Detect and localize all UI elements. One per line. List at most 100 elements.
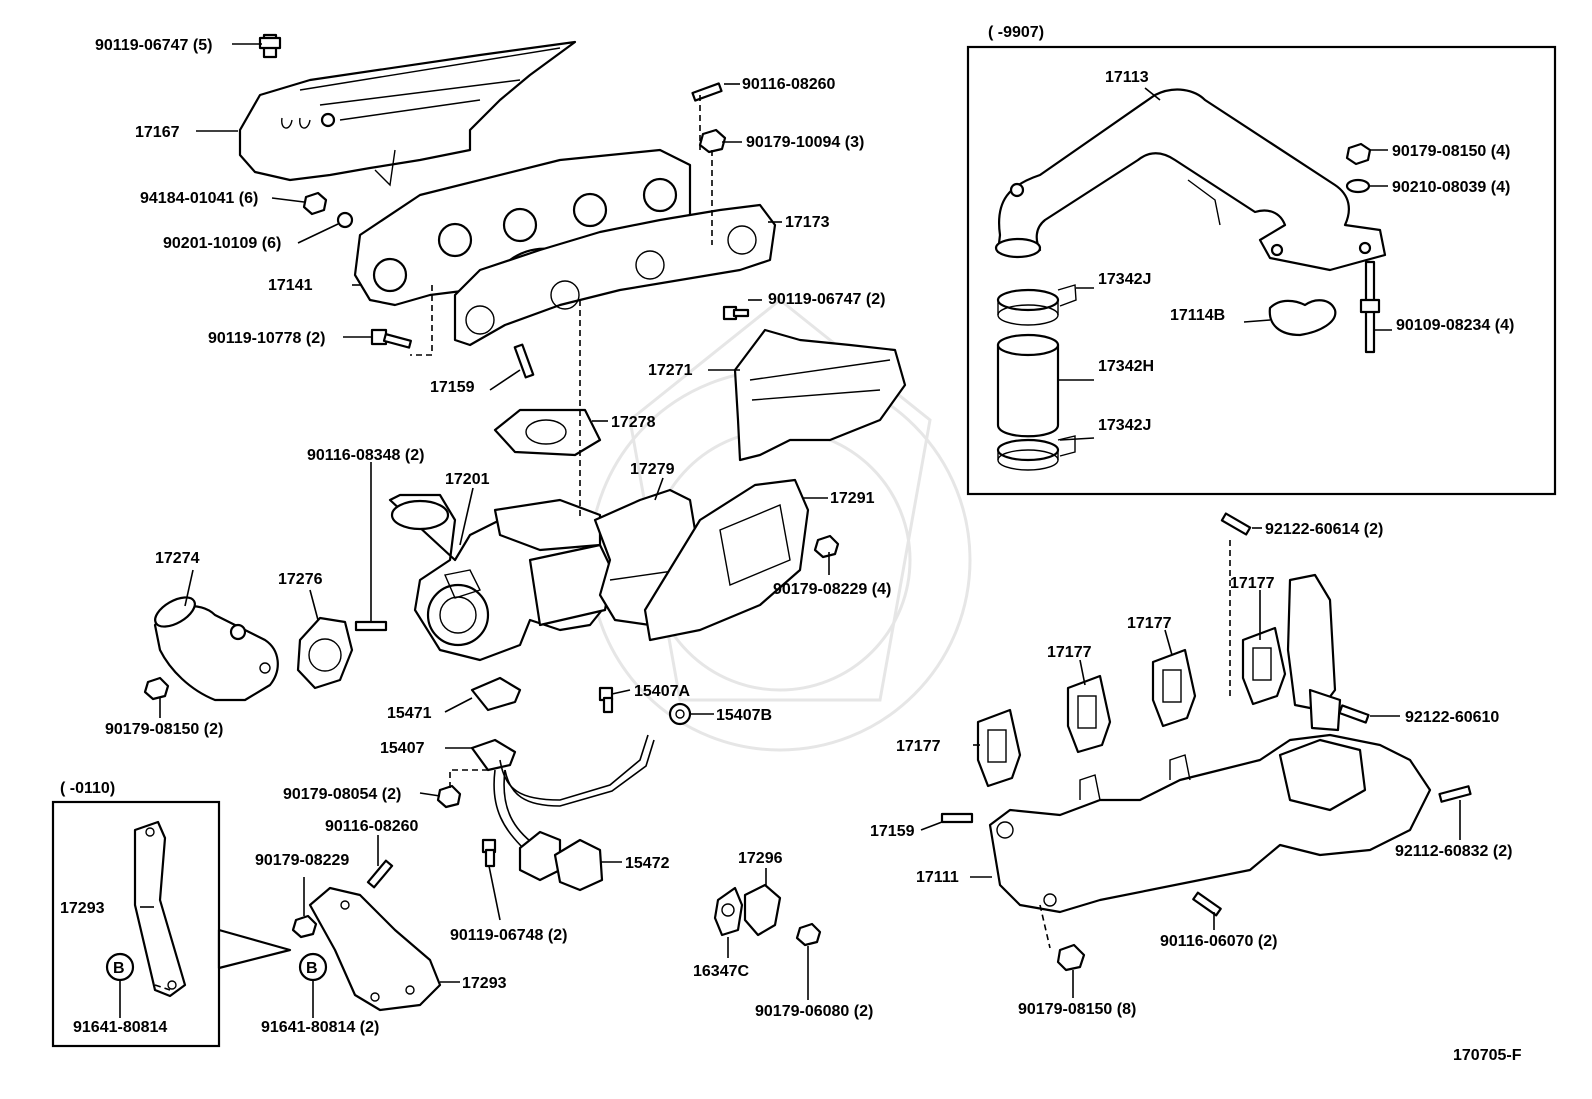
intake-manifold-17111 [988, 573, 1432, 914]
gasket-17278 [493, 408, 602, 457]
bracket-box-header: ( -0110) [60, 780, 115, 797]
label-90116-06070: 90116-06070 (2) [1160, 933, 1277, 950]
gasket-17177-a [976, 708, 1022, 788]
gasket-16347c [713, 886, 744, 937]
label-15472: 15472 [625, 855, 670, 872]
gasket-17177-b [1066, 674, 1112, 754]
label-17177-a: 17177 [896, 738, 941, 755]
heat-shield-17271 [733, 328, 907, 462]
gasket-17173 [453, 203, 777, 347]
label-17159-bottom: 17159 [870, 823, 915, 840]
label-17293: 17293 [462, 975, 507, 992]
label-15407a: 15407A [634, 683, 690, 700]
nut-90179-08150-8 [1056, 943, 1086, 972]
diagram-code: 170705-F [1453, 1047, 1522, 1064]
label-17271: 17271 [648, 362, 693, 379]
stud-90116-08260-top [691, 82, 723, 102]
label-90179-08150-2: 90179-08150 (2) [105, 721, 223, 738]
bolt-90119-06747-5 [258, 33, 282, 59]
ref-b: B [306, 960, 318, 977]
label-90179-06080: 90179-06080 (2) [755, 1003, 873, 1020]
label-15407b: 15407B [716, 707, 772, 724]
bracket-17293 [308, 886, 442, 1012]
guide-dash-3 [410, 285, 433, 356]
oil-pipe-15407 [470, 676, 655, 882]
label-17293-box: 17293 [60, 900, 105, 917]
label-90179-08054: 90179-08054 (2) [283, 786, 401, 803]
label-17159-top: 17159 [430, 379, 475, 396]
hose-17342h [996, 333, 1060, 438]
heat-shield-17167 [238, 40, 577, 187]
label-17279: 17279 [630, 461, 675, 478]
bolt-90119-06748 [481, 838, 497, 868]
label-90201-10109: 90201-10109 (6) [163, 235, 281, 252]
clamp-17342j-bottom [996, 435, 1076, 471]
bolt-90119-10778 [370, 328, 412, 349]
label-91641-80814-2: 91641-80814 (2) [261, 1019, 379, 1036]
nut-90179-10094 [698, 128, 727, 154]
leader-lines [119, 43, 1461, 1018]
bolt-15407a [598, 686, 614, 714]
label-92122-60614: 92122-60614 (2) [1265, 521, 1383, 538]
guide-dash-7 [449, 769, 490, 788]
stud-90116-08348 [354, 620, 388, 632]
label-17342j-bottom: 17342J [1098, 417, 1151, 434]
intake-pipe-17113 [994, 88, 1387, 272]
nut-90179-06080 [795, 922, 822, 947]
gasket-17276 [296, 616, 354, 690]
gasket-15472 [553, 838, 604, 892]
label-17177-b: 17177 [1047, 644, 1092, 661]
nut-94184-01041 [302, 191, 328, 216]
stud-90116-08260-bottom [366, 859, 394, 889]
nut-90179-08150-4 [1345, 142, 1372, 166]
label-90119-06748: 90119-06748 (2) [450, 927, 567, 944]
label-90116-08260-top: 90116-08260 [742, 76, 836, 93]
label-90116-08348: 90116-08348 (2) [307, 447, 424, 464]
intake-box-frame [966, 45, 1557, 496]
clamp-17342j-top [996, 284, 1077, 326]
bracket-box-frame [51, 800, 221, 1048]
nut-90179-08229-4 [813, 534, 840, 559]
inlet-elbow-17274 [153, 596, 279, 702]
label-90119-10778: 90119-10778 (2) [208, 330, 325, 347]
label-17114b: 17114B [1170, 307, 1225, 324]
label-17113: 17113 [1105, 69, 1149, 86]
stud-17159-bottom [940, 812, 974, 824]
label-17274: 17274 [155, 550, 200, 567]
label-94184-01041: 94184-01041 (6) [140, 190, 258, 207]
label-17111: 17111 [916, 869, 959, 886]
nut-90179-08150-2 [143, 676, 170, 701]
nut-90179-08054 [436, 784, 462, 809]
gasket-17177-c [1151, 648, 1197, 728]
label-17177-d: 17177 [1230, 575, 1275, 592]
label-17167: 17167 [135, 124, 180, 141]
box-pointer [217, 928, 292, 970]
ref-b-box: B [113, 960, 125, 977]
label-90179-08229: 90179-08229 [255, 852, 349, 869]
label-17291: 17291 [830, 490, 875, 507]
guide-dash-8 [154, 984, 171, 991]
label-17141: 17141 [268, 277, 313, 294]
label-17177-c: 17177 [1127, 615, 1172, 632]
label-17296: 17296 [738, 850, 783, 867]
label-15407: 15407 [380, 740, 425, 757]
labels: 90119-06747 (5) 17167 94184-01041 (6) 90… [60, 37, 1522, 1064]
stud-17159-top [513, 343, 535, 379]
label-90179-08150-4: 90179-08150 (4) [1392, 143, 1510, 160]
washer-90201-10109 [336, 211, 354, 229]
guide-dash-6 [1039, 904, 1051, 949]
label-90116-08260-bottom: 90116-08260 [325, 818, 419, 835]
gasket-17296 [743, 883, 782, 937]
stud-92112-60832 [1438, 785, 1472, 803]
label-15471: 15471 [387, 705, 432, 722]
bracket-17293-box [133, 820, 187, 998]
label-92122-60610: 92122-60610 [1405, 709, 1499, 726]
label-17173: 17173 [785, 214, 830, 231]
gasket-17177-d [1241, 626, 1287, 706]
intake-box-header: ( -9907) [988, 24, 1044, 41]
washer-90210-08039 [1345, 178, 1371, 194]
label-90109-08234: 90109-08234 (4) [1396, 317, 1514, 334]
gasket-17291 [643, 478, 810, 642]
label-17342j-top: 17342J [1098, 271, 1151, 288]
